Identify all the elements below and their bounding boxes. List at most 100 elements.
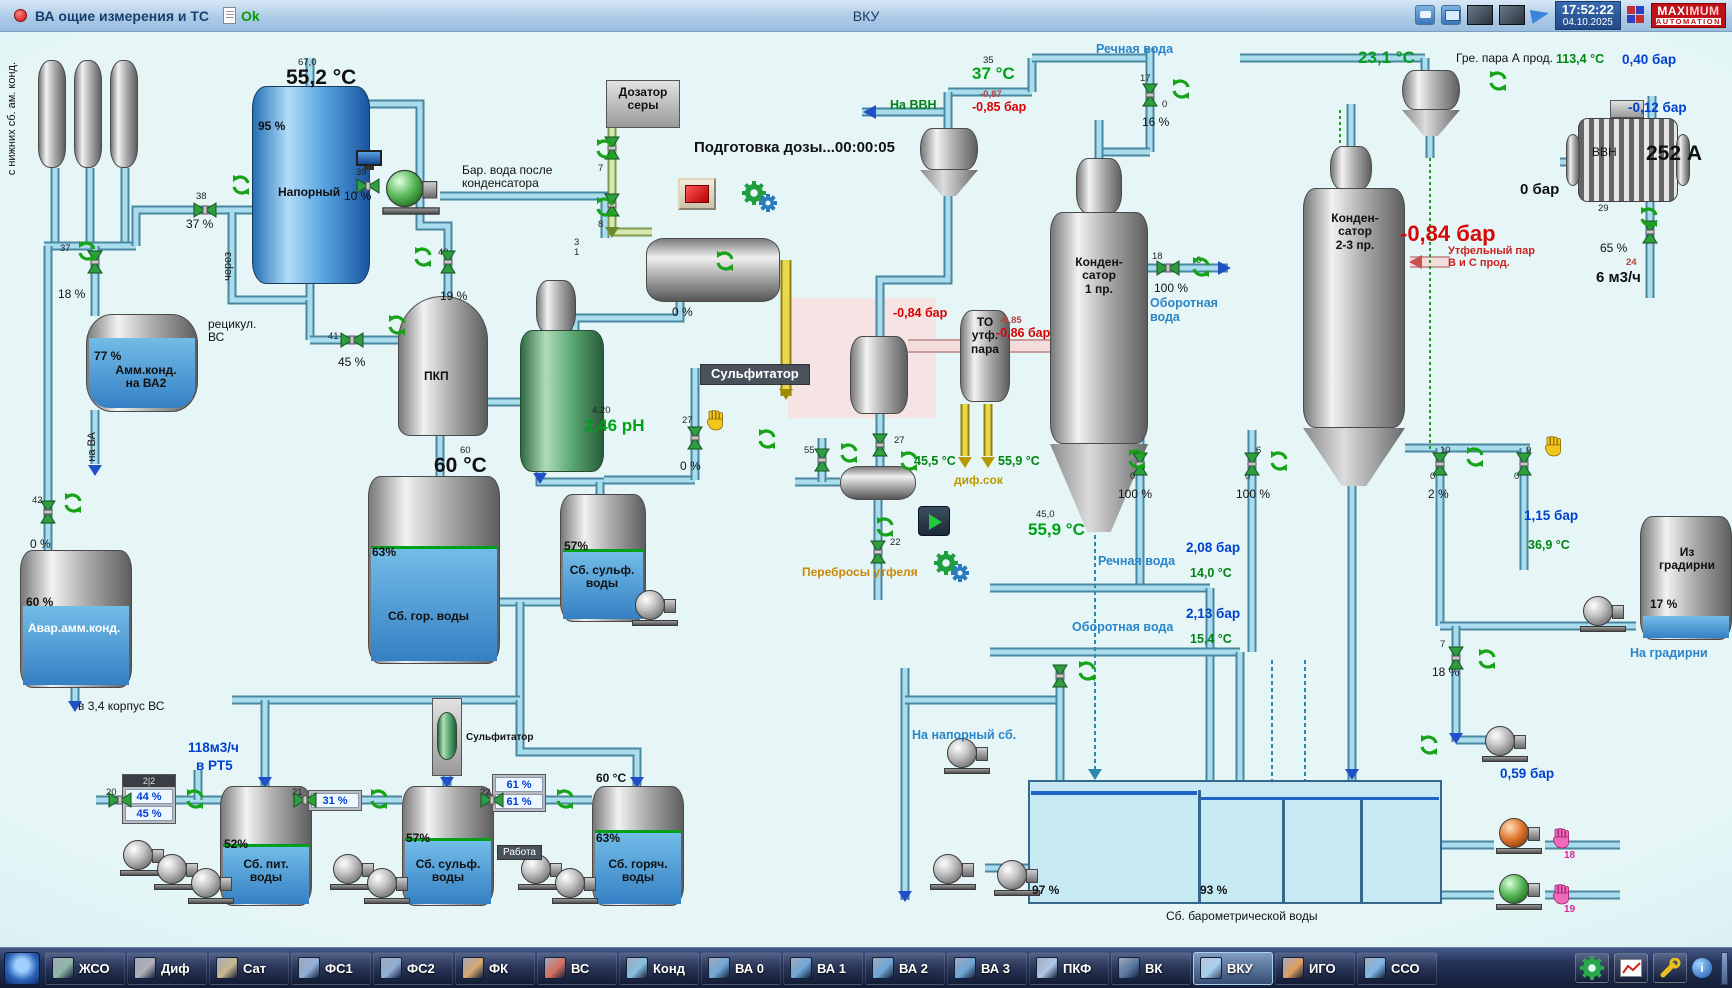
chat-icon[interactable] <box>1414 5 1435 26</box>
start-button[interactable] <box>4 951 40 985</box>
recycle-icon[interactable] <box>594 138 616 160</box>
pump[interactable] <box>994 858 1040 896</box>
pump[interactable] <box>364 866 410 904</box>
valve[interactable] <box>480 792 504 808</box>
pump[interactable] <box>1496 872 1542 910</box>
screen-icon[interactable] <box>1440 5 1461 26</box>
valve[interactable] <box>356 178 380 194</box>
recycle-icon[interactable] <box>1464 446 1486 468</box>
taskbar-item-ФС1[interactable]: ФС1 <box>291 951 371 985</box>
recycle-icon[interactable] <box>1190 256 1212 278</box>
taskbar-item-ФК[interactable]: ФК <box>455 951 535 985</box>
valve[interactable] <box>687 426 703 450</box>
taskbar-item-ВА 3[interactable]: ВА 3 <box>947 951 1027 985</box>
recycle-icon[interactable] <box>714 250 736 272</box>
valve[interactable] <box>1052 664 1068 688</box>
valve[interactable] <box>340 332 364 348</box>
trend-chart-icon[interactable] <box>1614 953 1648 983</box>
tools-icon[interactable] <box>1653 953 1687 983</box>
info-icon[interactable]: i <box>1692 958 1712 978</box>
pump[interactable] <box>930 852 976 890</box>
recycle-icon[interactable] <box>756 428 778 450</box>
pump[interactable] <box>944 736 990 774</box>
recycle-icon[interactable] <box>1487 70 1509 92</box>
pump[interactable] <box>1496 816 1542 854</box>
taskbar-item-ПКФ[interactable]: ПКФ <box>1029 951 1109 985</box>
stop-button[interactable] <box>678 178 716 210</box>
gears-icon[interactable] <box>740 180 778 214</box>
valve[interactable] <box>1448 646 1464 670</box>
taskbar-item-ВС[interactable]: ВС <box>537 951 617 985</box>
taskbar-item-Сат[interactable]: Сат <box>209 951 289 985</box>
pump[interactable] <box>154 852 200 890</box>
taskbar-item-ССО[interactable]: ССО <box>1357 951 1437 985</box>
status-ok: Ok <box>241 7 260 24</box>
taskbar-item-ВА 2[interactable]: ВА 2 <box>865 951 945 985</box>
document-icon[interactable] <box>223 7 237 24</box>
taskbar-item-ВКУ[interactable]: ВКУ <box>1193 951 1273 985</box>
valve[interactable] <box>1432 452 1448 476</box>
valve[interactable] <box>870 540 886 564</box>
pump[interactable] <box>1482 724 1528 762</box>
valve[interactable] <box>1142 83 1158 107</box>
pump[interactable] <box>552 866 598 904</box>
recycle-icon[interactable] <box>1418 734 1440 756</box>
recycle-icon[interactable] <box>1268 450 1290 472</box>
valve[interactable] <box>1156 260 1180 276</box>
valve[interactable] <box>872 433 888 457</box>
pump[interactable] <box>1580 594 1626 632</box>
recycle-icon[interactable] <box>368 788 390 810</box>
play-button[interactable] <box>918 506 950 536</box>
send-icon[interactable] <box>1529 6 1551 25</box>
recycle-icon[interactable] <box>1638 206 1660 228</box>
taskbar-item-Конд[interactable]: Конд <box>619 951 699 985</box>
taskbar-item-ЖСО[interactable]: ЖСО <box>45 951 125 985</box>
recycle-icon[interactable] <box>838 442 860 464</box>
pump[interactable] <box>382 167 440 215</box>
taskbar-item-ИГО[interactable]: ИГО <box>1275 951 1355 985</box>
hand-manual-icon[interactable] <box>1544 435 1564 458</box>
recycle-icon[interactable] <box>1126 448 1148 470</box>
pump[interactable] <box>120 838 166 876</box>
recycle-icon[interactable] <box>594 196 616 218</box>
valve[interactable] <box>193 202 217 218</box>
recycle-icon[interactable] <box>1476 648 1498 670</box>
valve[interactable] <box>440 250 456 274</box>
taskbar-item-ФС2[interactable]: ФС2 <box>373 951 453 985</box>
photo-thumbnail-icon[interactable] <box>1466 5 1493 26</box>
hand-manual-icon[interactable] <box>1552 827 1572 850</box>
recycle-icon[interactable] <box>62 492 84 514</box>
recycle-icon[interactable] <box>1170 78 1192 100</box>
recycle-icon[interactable] <box>230 174 252 196</box>
recycle-icon[interactable] <box>76 240 98 262</box>
settings-gear-icon[interactable] <box>1575 953 1609 983</box>
taskbar-item-ВА 0[interactable]: ВА 0 <box>701 951 781 985</box>
recycle-icon[interactable] <box>1076 660 1098 682</box>
gears-icon[interactable] <box>932 550 970 584</box>
taskbar-item-label: ПКФ <box>1063 960 1092 976</box>
hand-manual-icon[interactable] <box>1552 883 1572 906</box>
taskbar-item-ВК[interactable]: ВК <box>1111 951 1191 985</box>
valve[interactable] <box>293 792 317 808</box>
valve[interactable] <box>40 500 56 524</box>
valve[interactable] <box>108 792 132 808</box>
recycle-icon[interactable] <box>874 516 896 538</box>
label: 22 <box>480 787 491 798</box>
recycle-icon[interactable] <box>386 314 408 336</box>
recycle-icon[interactable] <box>898 450 920 472</box>
flow-arrow-icon <box>258 777 272 788</box>
valve[interactable] <box>1244 452 1260 476</box>
pump[interactable] <box>632 588 678 626</box>
valve[interactable] <box>814 448 830 472</box>
show-desktop-button[interactable] <box>1721 951 1728 985</box>
taskbar-item-ВА 1[interactable]: ВА 1 <box>783 951 863 985</box>
valve[interactable] <box>1516 452 1532 476</box>
recycle-icon[interactable] <box>554 788 576 810</box>
pump[interactable] <box>188 866 234 904</box>
recycle-icon[interactable] <box>412 246 434 268</box>
recycle-icon[interactable] <box>184 788 206 810</box>
grid-icon[interactable] <box>1626 6 1645 24</box>
taskbar-item-Диф[interactable]: Диф <box>127 951 207 985</box>
photo-thumbnail-icon[interactable] <box>1498 5 1525 26</box>
hand-manual-icon[interactable] <box>706 409 726 432</box>
